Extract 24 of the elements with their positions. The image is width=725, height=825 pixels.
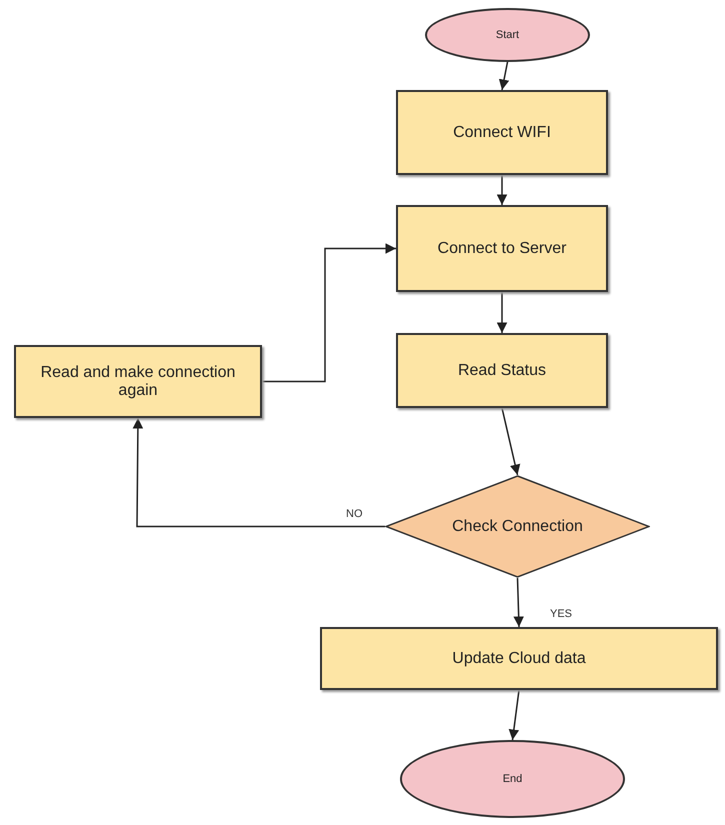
arrow [496, 292, 508, 333]
node-label: Connect to Server [436, 240, 568, 258]
node-label: Connect WIFI [452, 124, 552, 142]
arrow [498, 62, 510, 90]
arrow [132, 418, 385, 528]
node-label: Check Connection [451, 518, 584, 536]
node-label: Update Cloud data [451, 650, 587, 668]
arrow [501, 408, 520, 476]
decision-diamond [385, 475, 650, 578]
node-label: Read and make connection again [40, 364, 236, 400]
node-label: Start [494, 29, 520, 41]
process-box [396, 333, 608, 408]
arrow [496, 175, 508, 205]
node-label: End [502, 773, 524, 785]
arrow [508, 690, 520, 740]
edge-label: NO [344, 508, 364, 520]
process-box [396, 90, 608, 175]
arrow [262, 243, 396, 382]
process-box [396, 205, 608, 292]
arrow [513, 578, 524, 628]
process-box [14, 345, 262, 418]
process-box [320, 627, 718, 690]
edge-label: YES [548, 608, 574, 620]
node-label: Read Status [456, 362, 548, 380]
